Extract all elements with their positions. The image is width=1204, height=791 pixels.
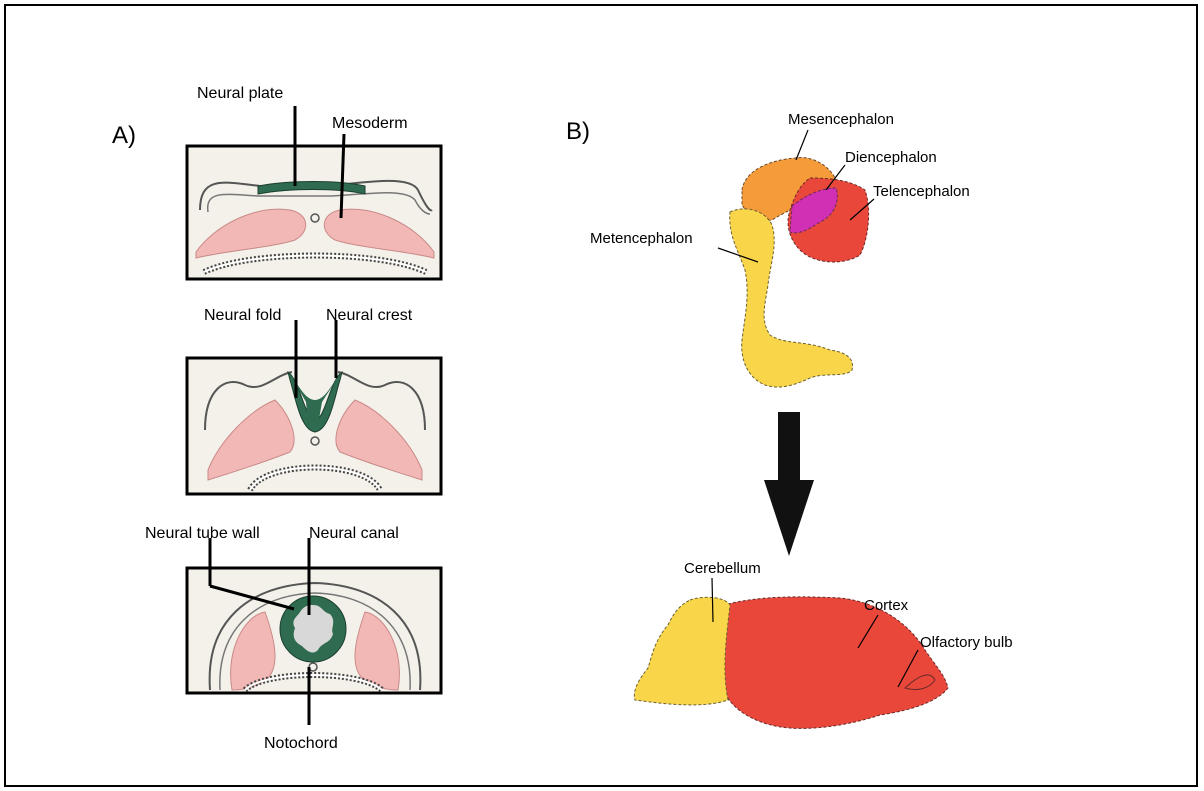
label-neural-plate: Neural plate <box>197 85 283 102</box>
adult-brain <box>634 597 948 729</box>
label-olfactory-bulb: Olfactory bulb <box>920 634 1013 651</box>
stage-neural-tube <box>187 568 441 693</box>
label-neural-fold: Neural fold <box>204 307 281 324</box>
stage-neural-plate <box>187 146 441 279</box>
leader-mesencephalon <box>796 130 808 160</box>
development-arrow <box>764 412 814 556</box>
label-telencephalon: Telencephalon <box>873 183 970 200</box>
label-neural-tube-wall: Neural tube wall <box>145 525 260 542</box>
label-diencephalon: Diencephalon <box>845 149 937 166</box>
label-metencephalon: Metencephalon <box>590 230 693 247</box>
label-neural-canal: Neural canal <box>309 525 399 542</box>
label-notochord: Notochord <box>264 735 338 752</box>
stage-neural-fold <box>187 358 441 494</box>
embryonic-brain <box>730 158 869 388</box>
label-mesencephalon: Mesencephalon <box>788 111 894 128</box>
panel-b-letter: B) <box>566 118 590 145</box>
panel-a-letter: A) <box>112 122 136 149</box>
label-cortex: Cortex <box>864 597 909 614</box>
label-cerebellum: Cerebellum <box>684 560 761 577</box>
label-mesoderm: Mesoderm <box>332 115 408 132</box>
label-neural-crest: Neural crest <box>326 307 413 324</box>
